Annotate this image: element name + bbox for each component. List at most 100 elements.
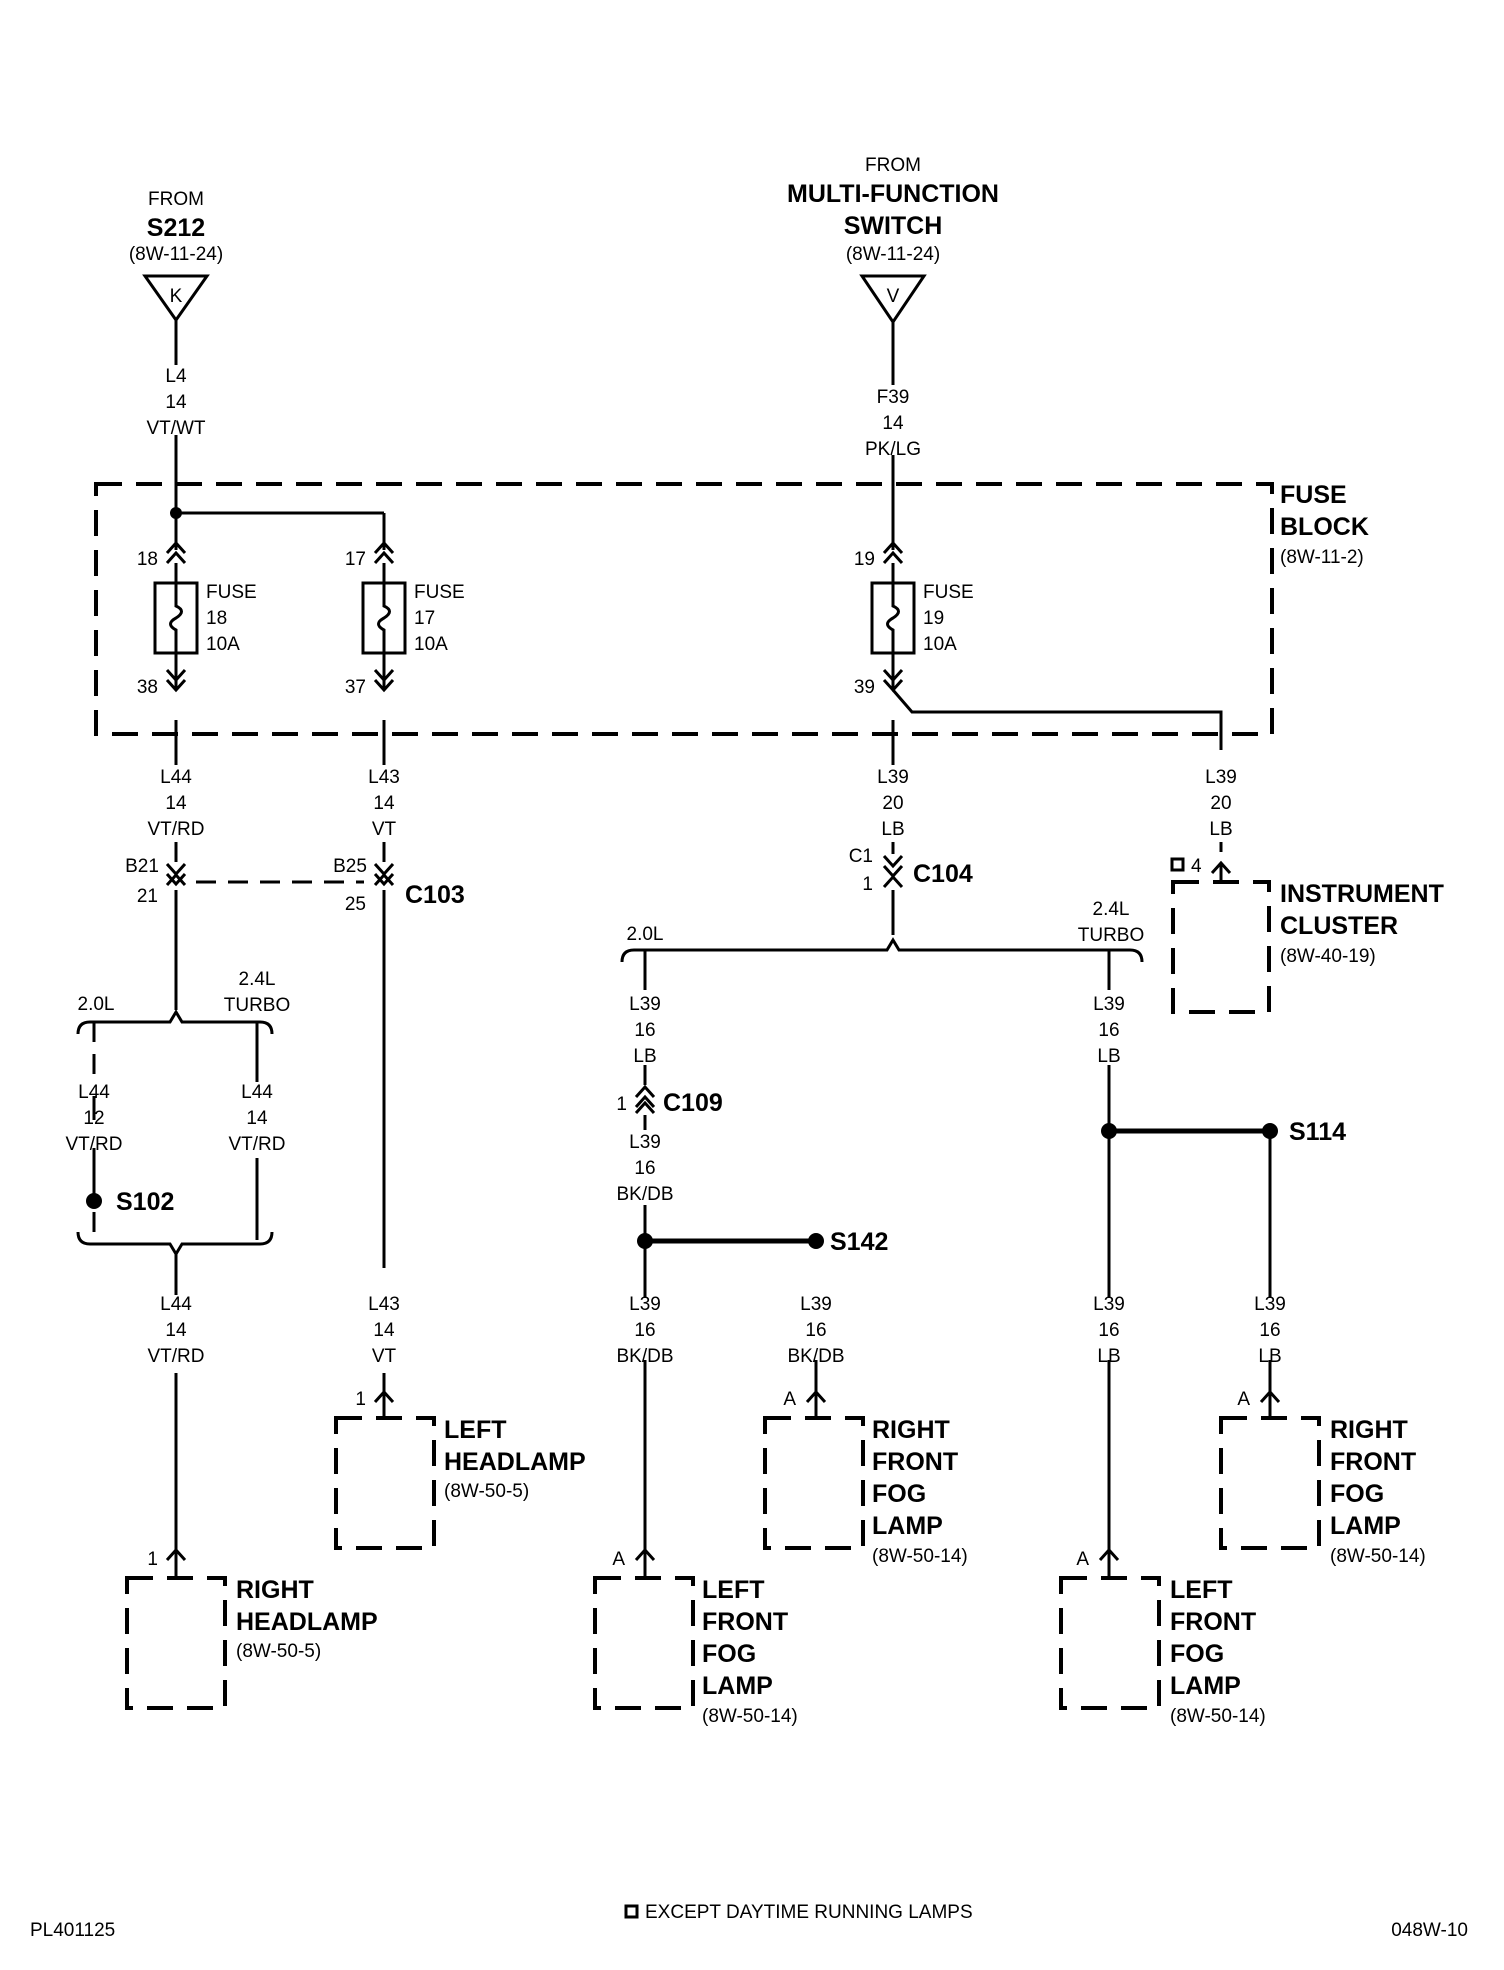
svg-text:VT: VT [372,819,397,840]
svg-text:A: A [783,1389,796,1410]
connector-c104: C1 1 C104 [849,846,973,895]
svg-text:(8W-50-14): (8W-50-14) [1330,1546,1426,1567]
connector-female-icon [373,872,395,887]
svg-text:L39: L39 [1254,1294,1286,1315]
left-front-fog-lamp: A LEFT FRONT FOG LAMP (8W-50-14) [593,1547,798,1727]
splice-dot-icon [808,1233,824,1249]
splice-s102: S102 [86,1188,174,1216]
svg-text:MULTI-FUNCTION: MULTI-FUNCTION [787,180,999,208]
svg-text:FROM: FROM [148,189,204,210]
svg-text:14: 14 [882,413,904,434]
page-id: 048W-10 [1391,1920,1468,1941]
svg-text:14: 14 [246,1108,268,1129]
svg-text:FOG: FOG [872,1480,926,1508]
note-square-icon [624,1904,639,1919]
svg-text:16: 16 [634,1320,655,1341]
connector-female-icon [165,872,187,887]
wire-label-l43: L43 14 VT [368,1294,400,1367]
svg-text:16: 16 [1098,1320,1119,1341]
svg-text:BK/DB: BK/DB [616,1346,673,1367]
svg-text:19: 19 [854,549,875,570]
wire-label-l44: L44 12 VT/RD [66,1082,123,1155]
svg-text:F39: F39 [877,387,910,408]
wire-label-l39: L39 16 LB [1254,1294,1286,1367]
svg-text:LB: LB [633,1046,656,1067]
svg-text:FUSE: FUSE [923,582,974,603]
svg-text:TURBO: TURBO [1078,925,1145,946]
svg-text:16: 16 [805,1320,826,1341]
svg-text:14: 14 [165,392,187,413]
svg-text:K: K [170,286,183,307]
svg-text:FRONT: FRONT [1170,1608,1256,1636]
svg-text:FRONT: FRONT [872,1448,958,1476]
svg-text:L44: L44 [78,1082,110,1103]
svg-text:LB: LB [881,819,904,840]
svg-text:S142: S142 [830,1228,888,1256]
svg-text:LEFT: LEFT [1170,1576,1233,1604]
svg-text:LEFT: LEFT [702,1576,765,1604]
svg-text:RIGHT: RIGHT [1330,1416,1408,1444]
instrument-cluster: 4 INSTRUMENT CLUSTER (8W-40-19) [1170,856,1444,1014]
svg-text:VT/WT: VT/WT [146,418,205,439]
svg-text:VT/RD: VT/RD [148,1346,205,1367]
fuse-17: 17 FUSE 17 10A 37 [345,540,465,698]
svg-text:LAMP: LAMP [702,1672,773,1700]
fuse-19: 19 FUSE 19 10A 39 [854,540,974,698]
svg-text:19: 19 [923,608,944,629]
splice-s142: S142 [637,1228,888,1256]
option-labels-left: 2.0L 2.4L TURBO [78,969,291,1016]
footer: PL401125 EXCEPT DAYTIME RUNNING LAMPS 04… [30,1902,1468,1941]
svg-text:C109: C109 [663,1089,723,1117]
connector-male-icon [165,668,187,693]
svg-text:10A: 10A [923,634,957,655]
svg-text:FRONT: FRONT [1330,1448,1416,1476]
svg-text:2.0L: 2.0L [627,924,664,945]
svg-text:FOG: FOG [702,1640,756,1668]
wire-label-f39: F39 14 PK/LG [865,387,921,460]
splice-dot-icon [1262,1123,1278,1139]
svg-text:25: 25 [345,894,366,915]
wire-label-l39: L39 16 LB [1093,994,1125,1067]
splice-dot-icon [637,1233,653,1249]
wire-label-l4: L4 14 VT/WT [146,366,205,439]
svg-text:FUSE: FUSE [206,582,257,603]
svg-text:L39: L39 [629,994,661,1015]
svg-text:VT: VT [372,1346,397,1367]
svg-text:18: 18 [206,608,227,629]
svg-text:TURBO: TURBO [224,995,291,1016]
right-headlamp: 1 RIGHT HEADLAMP (8W-50-5) [125,1547,378,1710]
svg-text:10A: 10A [414,634,448,655]
svg-text:A: A [1237,1389,1250,1410]
svg-text:1: 1 [147,1549,158,1570]
wire-label-l43: L43 14 VT [368,767,400,840]
svg-text:20: 20 [882,793,903,814]
svg-text:2.4L: 2.4L [1093,899,1130,920]
source-triangle-icon [142,274,210,323]
svg-text:RIGHT: RIGHT [872,1416,950,1444]
svg-text:FUSE: FUSE [1280,481,1347,509]
wire-label-l44: L44 14 VT/RD [229,1082,286,1155]
svg-text:HEADLAMP: HEADLAMP [236,1608,378,1636]
connector-male-icon [882,854,904,879]
connector-female-icon [165,540,187,565]
svg-text:V: V [887,286,900,307]
svg-text:2.0L: 2.0L [78,994,115,1015]
svg-text:(8W-50-5): (8W-50-5) [236,1641,321,1662]
svg-text:20: 20 [1210,793,1231,814]
source-s212: FROM S212 (8W-11-24) K [129,189,223,323]
svg-text:16: 16 [1098,1020,1119,1041]
svg-text:S102: S102 [116,1188,174,1216]
svg-text:L44: L44 [160,767,192,788]
svg-text:1: 1 [355,1389,366,1410]
connector-male-icon [373,668,395,693]
svg-text:LEFT: LEFT [444,1416,507,1444]
svg-text:RIGHT: RIGHT [236,1576,314,1604]
connector-c103: B21 21 B25 25 C103 [125,856,465,915]
wire-label-l39: L39 16 BK/DB [616,1294,673,1367]
svg-text:L4: L4 [165,366,187,387]
svg-text:LB: LB [1097,1046,1120,1067]
svg-text:FROM: FROM [865,155,921,176]
svg-text:L39: L39 [1093,1294,1125,1315]
svg-text:FRONT: FRONT [702,1608,788,1636]
